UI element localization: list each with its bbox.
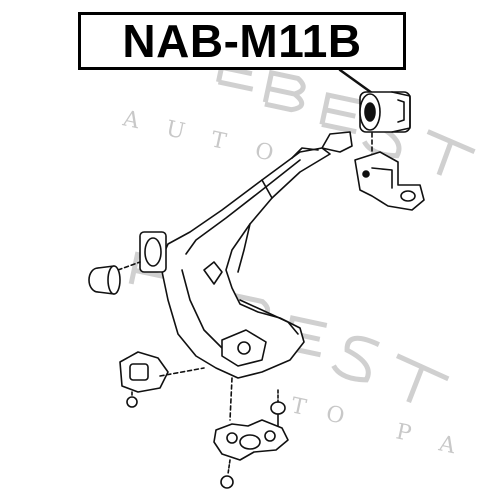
bushing-icon [88, 265, 121, 295]
svg-text:A: A [436, 431, 459, 459]
ball-joint-icon [213, 419, 289, 489]
svg-text:A: A [120, 106, 143, 134]
bracket-icon [119, 351, 205, 408]
watermark-tagline-bottom: T O P A [289, 393, 459, 459]
control-arm-icon [139, 131, 353, 379]
bushing-icon [338, 68, 411, 133]
bracket-icon [354, 151, 425, 211]
watermark-tagline-top: A U T O [120, 106, 276, 166]
svg-text:U: U [164, 116, 187, 144]
ball-joint-icon [270, 389, 286, 427]
svg-text:T: T [289, 393, 309, 421]
part-number-label: NAB-M11B [78, 12, 406, 70]
svg-text:P: P [394, 419, 414, 447]
svg-text:T: T [209, 127, 229, 155]
svg-text:O: O [253, 138, 276, 166]
svg-text:O: O [324, 401, 347, 429]
